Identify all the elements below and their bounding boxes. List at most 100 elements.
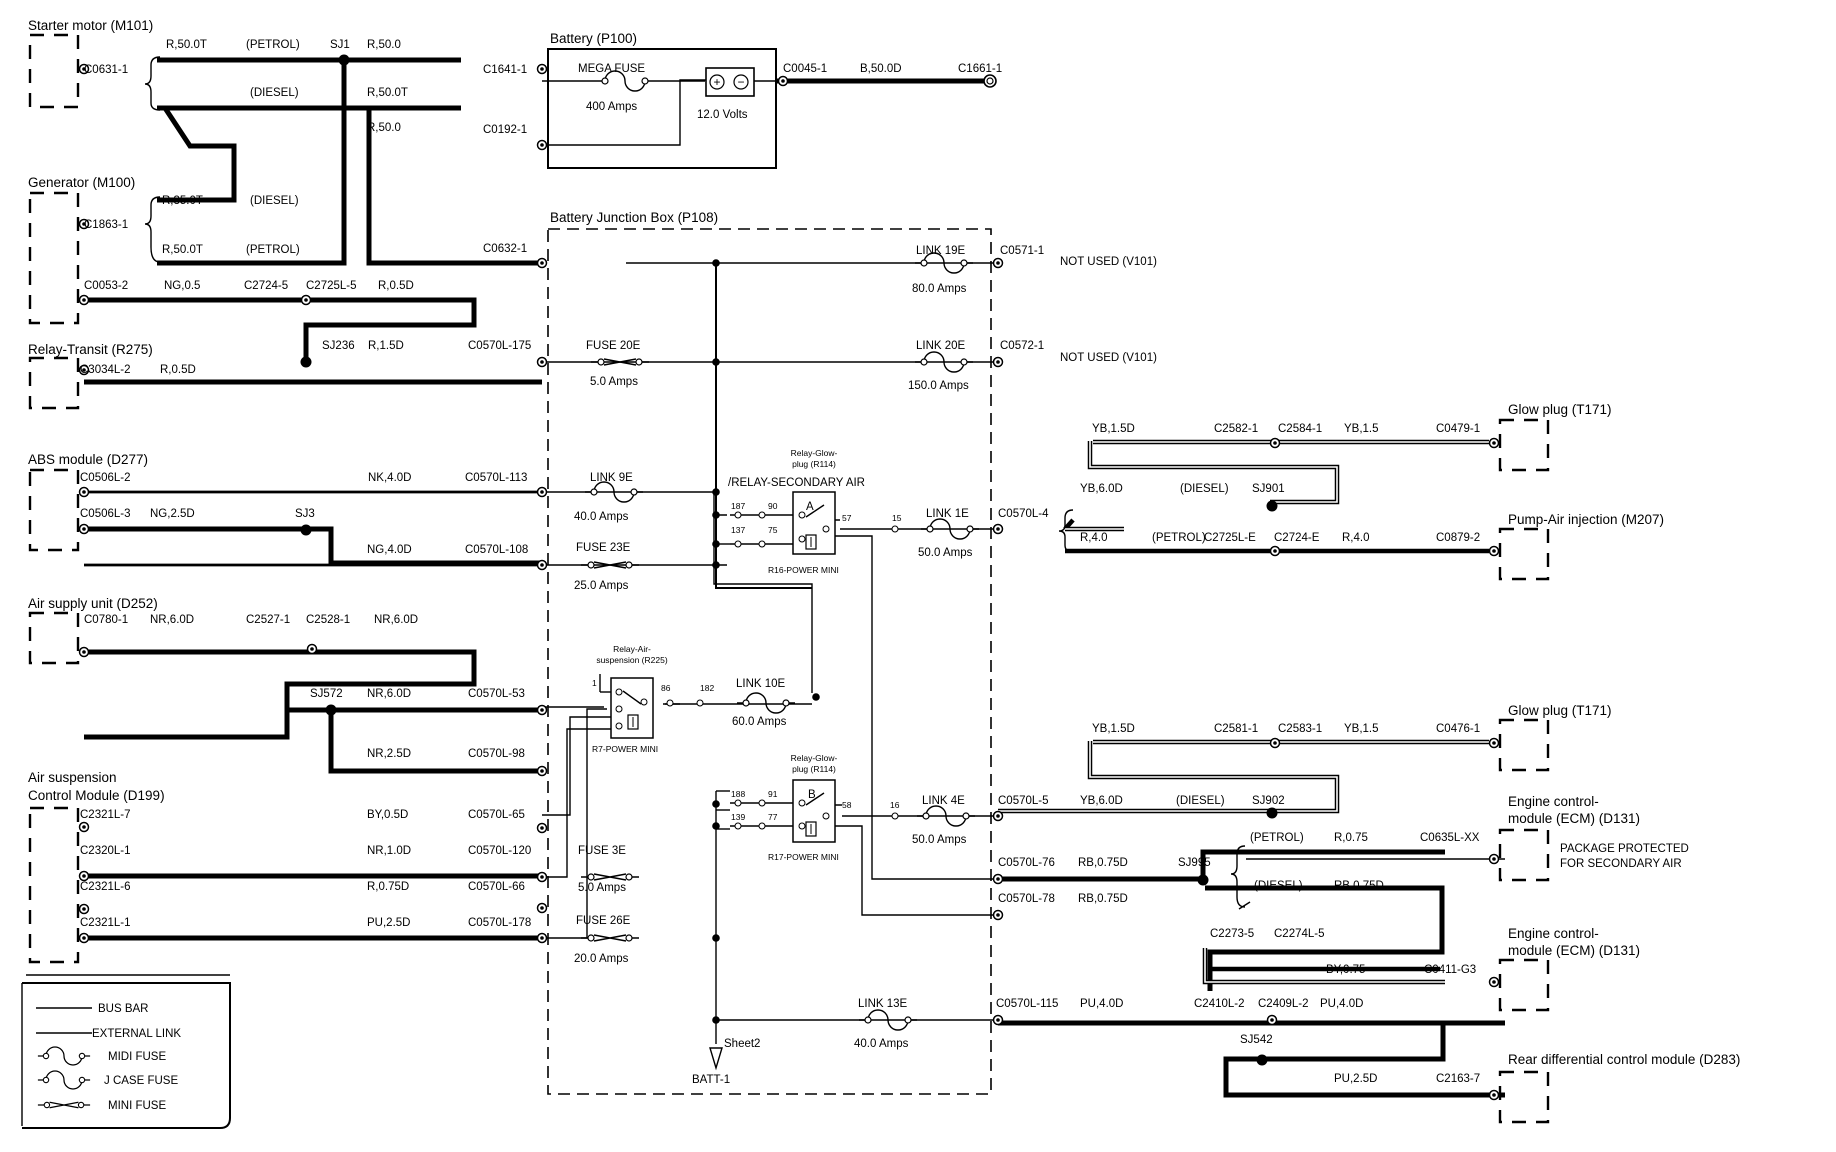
fuse26e-fuse-icon <box>580 934 640 942</box>
svg-text:−: − <box>737 75 744 89</box>
link20e-fuse-icon <box>914 351 974 373</box>
legend-midi-fuse: MIDI FUSE <box>108 1051 166 1063</box>
label-c0570-5: C0570L-5 <box>998 795 1049 807</box>
label-r15d: R,1.5D <box>368 340 404 352</box>
label-nr60d-3: NR,6.0D <box>367 688 411 700</box>
label-diesel1: (DIESEL) <box>250 87 299 99</box>
air-suspension-box <box>28 806 80 964</box>
label-rb075d-2: RB,0.75D <box>1078 893 1128 905</box>
diagram-labels: Starter motor (M101) Generator (M100) Re… <box>28 18 1740 1112</box>
label-rb075d-3: RB,0.75D <box>1334 880 1384 892</box>
label-ng05: NG,0.5 <box>164 280 200 292</box>
label-by05d: BY,0.5D <box>367 809 408 821</box>
rear-diff-box <box>1498 1070 1550 1124</box>
starter-motor-box <box>28 33 80 109</box>
label-r50t-3: R,50.0T <box>162 244 203 256</box>
link10e-fuse-icon <box>736 692 796 714</box>
label-yb15-2: YB,1.5 <box>1344 723 1379 735</box>
label-c0570-175: C0570L-175 <box>468 340 531 352</box>
legend <box>21 974 231 1129</box>
relay-glow-plug-r114b <box>730 525 899 843</box>
link19e-rating: 80.0 Amps <box>912 283 967 295</box>
link1e-fuse-icon <box>920 518 980 540</box>
glow-plug-2-title: Glow plug (T171) <box>1508 703 1612 718</box>
label-c2321-1: C2321L-1 <box>80 917 131 929</box>
fuse3e-name: FUSE 3E <box>578 845 626 857</box>
link4e-fuse-icon <box>916 805 976 827</box>
ecm2-title-1: Engine control- <box>1508 926 1599 941</box>
fuse23e-name: FUSE 23E <box>576 542 631 554</box>
label-c0570-76: C0570L-76 <box>998 857 1055 869</box>
label-r50-1: R,50.0 <box>367 39 401 51</box>
label-c0635: C0635L-XX <box>1420 832 1480 844</box>
relay-glow-plug-r114a <box>730 491 836 555</box>
label-c2583: C2583-1 <box>1278 723 1322 735</box>
label-r50-2: R,50.0 <box>367 122 401 134</box>
link9e-name: LINK 9E <box>590 472 633 484</box>
label-c2582: C2582-1 <box>1214 423 1258 435</box>
label-sj542: SJ542 <box>1240 1034 1273 1046</box>
label-c0506-2: C0506L-2 <box>80 472 131 484</box>
label-diesel5: (DIESEL) <box>1254 880 1303 892</box>
battery-p100: + − <box>542 48 777 169</box>
fuse-symbols <box>580 252 980 1031</box>
glow-plug-2-box <box>1498 718 1550 772</box>
pin-139: 139 <box>731 812 745 822</box>
relay-r225-title-2: suspension (R225) <box>596 655 668 665</box>
relay-r114b-title-1: Relay-Glow- <box>791 753 838 763</box>
relay-pin-a: A <box>806 501 814 513</box>
glow-plug-1-title: Glow plug (T171) <box>1508 402 1612 417</box>
link20e-name: LINK 20E <box>916 340 966 352</box>
label-r35t: R,35.0T <box>162 195 203 207</box>
pin-90: 90 <box>768 501 778 511</box>
relay-transit-title: Relay-Transit (R275) <box>28 342 153 357</box>
link10e-rating: 60.0 Amps <box>732 716 787 728</box>
rear-diff-title: Rear differential control module (D283) <box>1508 1052 1740 1067</box>
label-c2321-6: C2321L-6 <box>80 881 131 893</box>
pin-16: 16 <box>890 800 900 810</box>
link13e-rating: 40.0 Amps <box>854 1038 909 1050</box>
pin-58: 58 <box>842 800 852 810</box>
label-nr25d: NR,2.5D <box>367 748 411 760</box>
label-r40-2: R,4.0 <box>1342 532 1370 544</box>
label-pu40d-1: PU,4.0D <box>1080 998 1123 1010</box>
pin-188: 188 <box>731 789 745 799</box>
ecm2-box <box>1498 958 1550 1012</box>
label-ng25d: NG,2.5D <box>150 508 195 520</box>
mega-fuse-label: MEGA FUSE <box>578 63 645 75</box>
fuse20e-rating: 5.0 Amps <box>590 376 638 388</box>
label-c0570-115: C0570L-115 <box>996 998 1058 1010</box>
generator-box <box>28 191 80 325</box>
label-c0780: C0780-1 <box>84 614 128 626</box>
label-r50t: R,50.0T <box>166 39 207 51</box>
braces <box>144 56 1246 908</box>
ecm2-title-2: module (ECM) (D131) <box>1508 943 1640 958</box>
label-pu25d-2: PU,2.5D <box>1334 1073 1377 1085</box>
label-c2273: C2273-5 <box>1210 928 1254 940</box>
label-c3034: C3034L-2 <box>80 364 131 376</box>
label-c0570-98: C0570L-98 <box>468 748 525 760</box>
label-c2320-1: C2320L-1 <box>80 845 131 857</box>
label-c2724-e: C2724-E <box>1274 532 1320 544</box>
relay-r114b-title-2: plug (R114) <box>792 764 836 774</box>
label-not-used-2: NOT USED (V101) <box>1060 352 1157 364</box>
component-boxes <box>28 33 1550 1124</box>
label-c1863: C1863-1 <box>84 219 128 231</box>
label-c2409: C2409L-2 <box>1258 998 1309 1010</box>
relay-r225-footer: R7-POWER MINI <box>592 744 658 754</box>
label-c0570-178: C0570L-178 <box>468 917 531 929</box>
link20e-rating: 150.0 Amps <box>908 380 969 392</box>
ecm1-title-1: Engine control- <box>1508 794 1599 809</box>
label-c1641: C1641-1 <box>483 64 527 76</box>
label-nr60d-2: NR,6.0D <box>374 614 418 626</box>
relay-transit-box <box>28 356 80 410</box>
label-c0632: C0632-1 <box>483 243 527 255</box>
link4e-name: LINK 4E <box>922 795 965 807</box>
label-c2725: C2725L-5 <box>306 280 357 292</box>
relay-r114b-footer: R17-POWER MINI <box>768 852 839 862</box>
label-c2163: C2163-7 <box>1436 1073 1480 1085</box>
fuse26e-name: FUSE 26E <box>576 915 631 927</box>
fuse3e-rating: 5.0 Amps <box>578 882 626 894</box>
label-c0476: C0476-1 <box>1436 723 1480 735</box>
